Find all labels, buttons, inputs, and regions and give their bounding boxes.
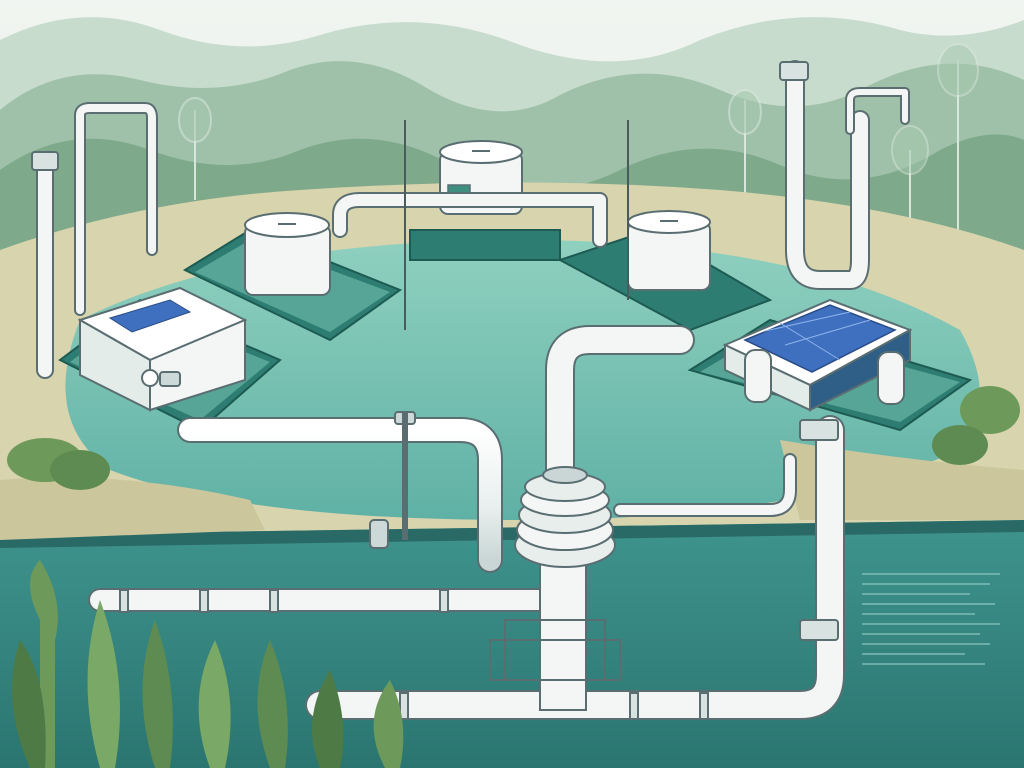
pipe-icon [36,60,910,720]
pipe-joints [31,61,839,720]
valve-icon [159,371,621,681]
lamp-posts [404,120,629,330]
solar-panel-icon [722,298,913,412]
shrubs [7,386,1020,490]
storage-tank-right [627,210,711,291]
storage-tank-left [244,212,331,296]
meter-box-icon [77,286,248,412]
tree-icon [12,560,404,768]
decorative-lines [862,573,1000,665]
